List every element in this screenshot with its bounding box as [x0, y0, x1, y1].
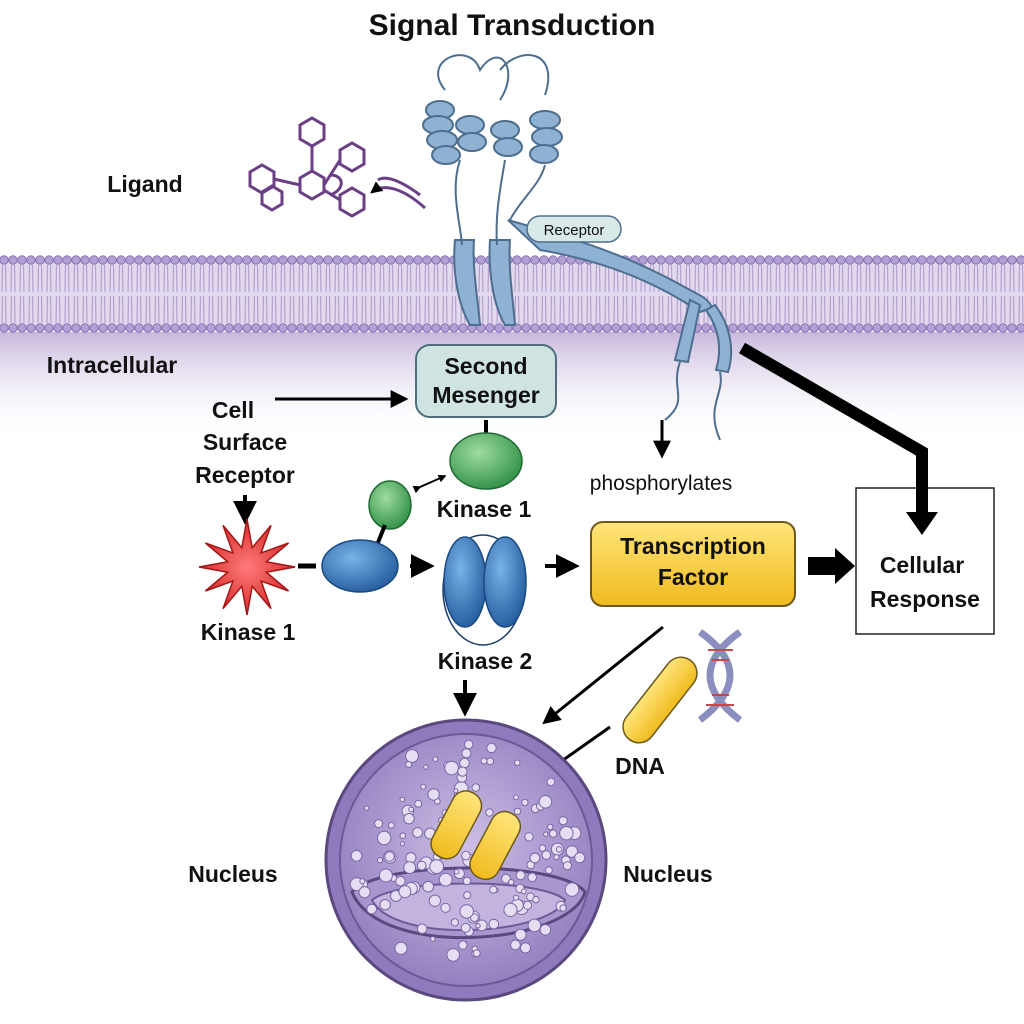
transcription-factor-box [590, 521, 796, 607]
kinase1-upper-label: Kinase 1 [437, 496, 532, 522]
kinase1-lower-label: Kinase 1 [201, 619, 296, 645]
transcription-factor-cylinder [622, 656, 698, 744]
kinase-blue-single [321, 539, 399, 593]
kinase2-left-subunit [443, 536, 487, 628]
cell-surface-label-line3: Receptor [195, 462, 295, 488]
dna-label: DNA [615, 753, 665, 779]
receptor-to-response-arrow [738, 342, 928, 515]
receptor-protein [422, 54, 733, 441]
nucleus [324, 718, 608, 1002]
second-messenger-box [415, 344, 557, 418]
arrow-to-cellular-response [808, 548, 855, 584]
receptor-label-box [526, 215, 622, 243]
transcription-factor-label-line1: Transcription [620, 533, 766, 559]
transcription-factor-label-line2: Factor [658, 564, 728, 590]
phosphorylates-label: phosphorylates [590, 472, 732, 495]
nucleus-right-label: Nucleus [623, 861, 712, 887]
diagram-title: Signal Transduction [369, 9, 656, 42]
cell-surface-label-line2: Surface [203, 429, 287, 455]
kinase2-label: Kinase 2 [438, 648, 533, 674]
nucleus-left-label: Nucleus [188, 861, 277, 887]
receptor-label: Receptor [544, 222, 605, 239]
ligand-label: Ligand [107, 171, 182, 197]
second-messenger-label-line1: Second [444, 353, 527, 379]
cellular-response-label-line2: Response [870, 586, 980, 612]
ligand-molecule [248, 116, 366, 218]
second-messenger-label-line2: Mesenger [432, 382, 539, 408]
kinase1-green-upper [449, 432, 523, 490]
cellular-response-label-line1: Cellular [880, 552, 964, 578]
cell-surface-label-line1: Cell [212, 397, 254, 423]
kinase2-right-subunit [483, 536, 527, 628]
intracellular-label: Intracellular [47, 352, 177, 378]
dna-helix [697, 629, 743, 723]
kinase1-starburst [198, 518, 296, 616]
kinase1-green-small [368, 480, 412, 530]
